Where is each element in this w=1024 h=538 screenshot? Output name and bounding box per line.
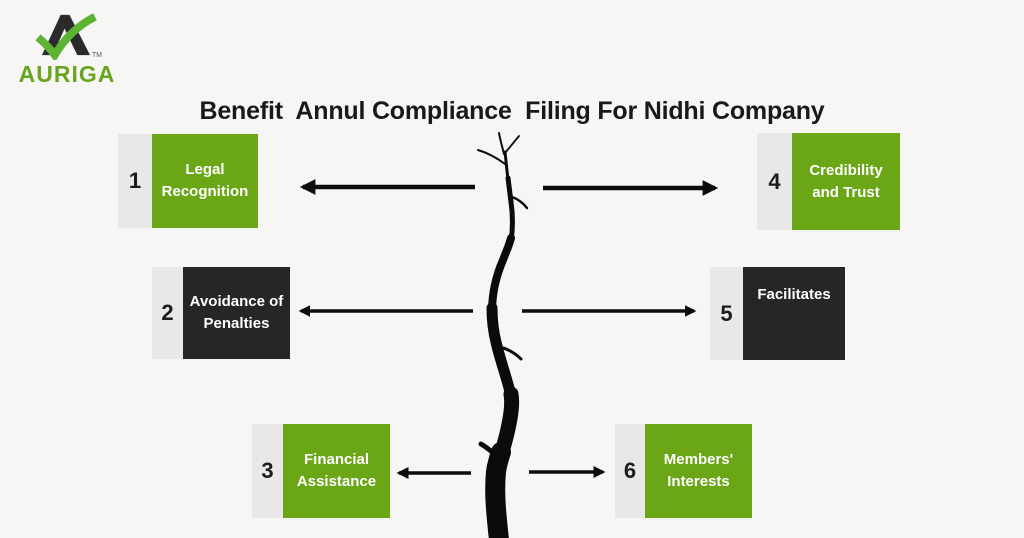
benefit-box-2: 2 Avoidance of Penalties — [152, 267, 290, 359]
tree-trunk-tip — [503, 150, 510, 182]
benefit-box-6: 6 Members' Interests — [615, 424, 752, 518]
benefit-label-panel: Facilitates — [743, 267, 845, 360]
benefit-label: Financial Assistance — [296, 451, 377, 490]
tree-twig-right — [504, 135, 520, 154]
tree-twig-left — [477, 149, 506, 165]
page-title: Benefit Annul Compliance Filing For Nidh… — [199, 96, 825, 125]
benefit-number-tab: 5 — [710, 267, 743, 360]
tree-trunk — [488, 234, 515, 316]
benefit-box-3: 3 Financial Assistance — [252, 424, 390, 518]
logo-checkmark — [35, 13, 97, 60]
tree-twig-top — [498, 132, 505, 155]
brand-name: AURIGA — [18, 61, 116, 87]
benefit-number: 4 — [768, 168, 781, 194]
benefit-label: Avoidance of Penalties — [189, 293, 284, 332]
benefit-number-tab: 3 — [252, 424, 283, 518]
tree-stub-left-lower — [478, 441, 503, 463]
benefit-label: Credibility and Trust — [809, 161, 883, 201]
tree-stub-right-mid — [501, 346, 523, 361]
benefit-box-5: 5 Facilitates — [710, 267, 845, 360]
brand-logo: TM AURIGA — [12, 6, 122, 88]
benefit-number: 1 — [128, 168, 142, 193]
benefit-number-tab: 4 — [757, 133, 792, 230]
benefit-label-panel: Financial Assistance — [283, 424, 390, 518]
logo-a-shape — [41, 14, 91, 56]
benefit-number-tab: 1 — [118, 134, 152, 228]
tree-branch-graphic — [477, 132, 529, 538]
benefit-number: 6 — [623, 458, 637, 483]
benefit-number: 5 — [720, 300, 733, 326]
benefit-number: 2 — [161, 300, 174, 325]
benefit-box-4: 4 Credibility and Trust — [757, 133, 900, 230]
benefit-number-tab: 2 — [152, 267, 183, 359]
auriga-logo-icon: TM — [35, 13, 102, 60]
tree-trunk-upper — [505, 175, 515, 244]
benefit-number: 3 — [261, 458, 274, 483]
tree-stub-right-upper — [510, 195, 529, 210]
benefit-label-panel: Credibility and Trust — [792, 133, 900, 230]
trademark-symbol: TM — [92, 52, 102, 59]
tree-trunk — [486, 302, 517, 402]
tree-trunk — [493, 386, 520, 463]
benefit-label: Legal Recognition — [161, 161, 249, 200]
benefit-label-panel: Legal Recognition — [152, 134, 258, 228]
benefit-number-tab: 6 — [615, 424, 645, 518]
benefit-label-panel: Members' Interests — [645, 424, 752, 518]
benefit-label: Facilitates — [757, 286, 831, 303]
benefit-label: Members' Interests — [663, 451, 734, 490]
benefit-label-panel: Avoidance of Penalties — [183, 267, 290, 359]
benefit-box-1: 1 Legal Recognition — [118, 134, 258, 228]
tree-trunk-lower — [485, 442, 511, 538]
